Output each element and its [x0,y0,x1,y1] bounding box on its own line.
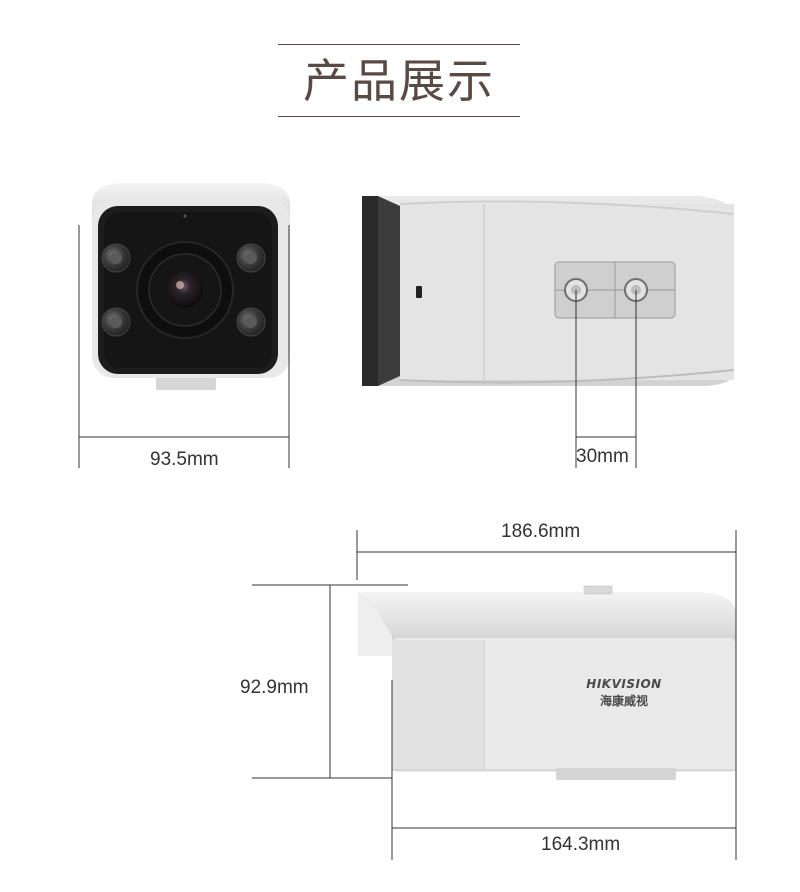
total-length-dimension [356,530,737,860]
page-title-block: 产品展示 [278,44,520,118]
mount-spacing-dimension [575,290,637,468]
body-length-label: 164.3mm [541,834,621,855]
title-bottom-rule [278,116,520,117]
height-label: 92.9mm [240,677,309,698]
page-title: 产品展示 [303,54,495,108]
camera-front-view [92,183,290,390]
front-width-dimension [78,225,290,468]
height-dimension [252,584,408,779]
total-length-label: 186.6mm [501,521,581,542]
brand-logo: HIKVISION [586,677,661,691]
camera-side-view [358,585,736,780]
mount-spacing-label: 30mm [576,446,629,467]
camera-bottom-view [362,196,735,386]
brand-logo-cn: 海康威视 [600,693,648,708]
title-top-rule [278,44,520,45]
front-width-label: 93.5mm [150,449,219,470]
body-length-dimension [391,680,736,860]
